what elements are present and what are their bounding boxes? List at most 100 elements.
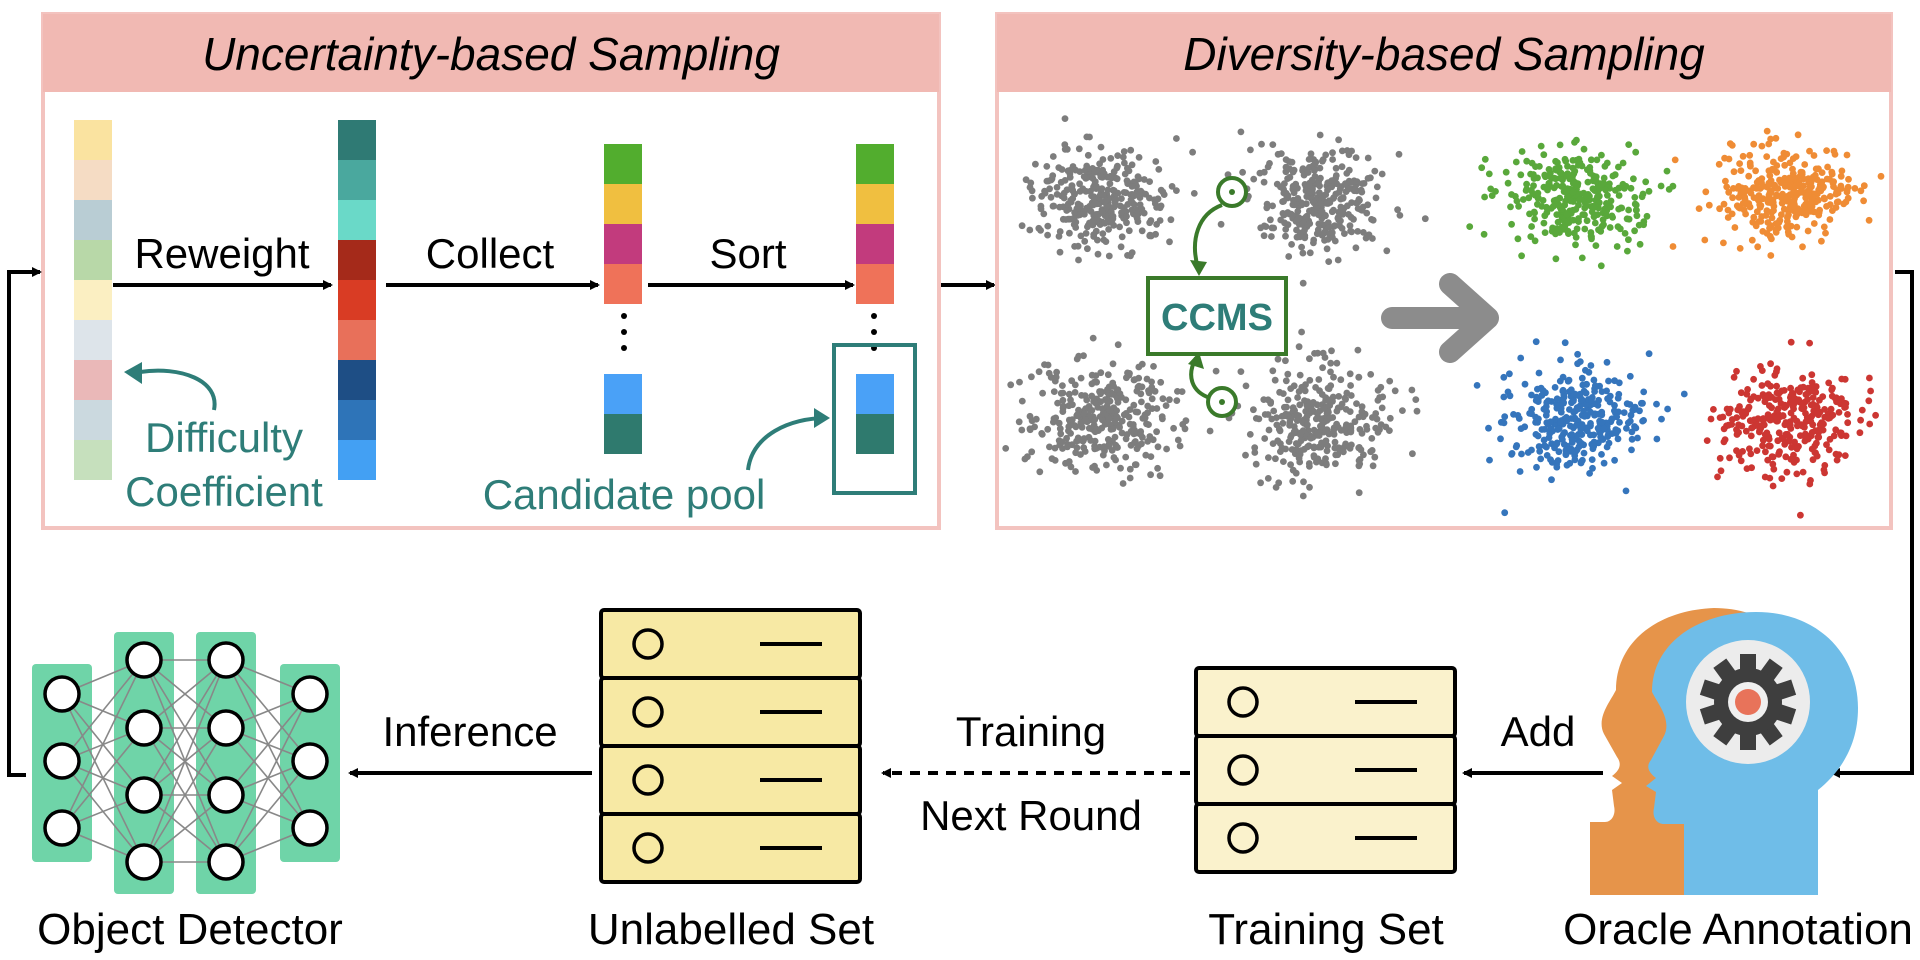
red-cluster-point bbox=[1829, 384, 1836, 392]
gray-cluster-bottom-right-point bbox=[1358, 403, 1366, 410]
gray-cluster-bottom-left-point bbox=[1015, 418, 1023, 426]
gray-cluster-bottom-right-point bbox=[1328, 347, 1335, 355]
green-cluster-point bbox=[1480, 230, 1488, 238]
orange-cluster-point bbox=[1801, 161, 1809, 168]
gray-cluster-top-left-point bbox=[1087, 219, 1095, 227]
blue-cluster-point bbox=[1500, 373, 1508, 381]
orange-cluster-point bbox=[1768, 214, 1776, 222]
network-node bbox=[43, 742, 81, 780]
gray-cluster-top-right-point bbox=[1217, 220, 1225, 228]
gray-cluster-top-right-point bbox=[1354, 198, 1362, 206]
gray-cluster-top-right-point bbox=[1345, 166, 1353, 174]
orange-cluster-point bbox=[1806, 183, 1814, 191]
orange-cluster-point bbox=[1778, 199, 1786, 207]
orange-cluster-point bbox=[1807, 199, 1815, 207]
gray-cluster-top-left-point bbox=[1071, 209, 1078, 216]
orange-cluster-point bbox=[1669, 243, 1677, 250]
gray-cluster-top-right-point bbox=[1294, 207, 1302, 215]
red-cluster-point bbox=[1733, 367, 1740, 375]
blue-cluster-point bbox=[1485, 424, 1492, 432]
gray-cluster-bottom-left-point bbox=[1071, 389, 1079, 396]
gray-cluster-bottom-left-point bbox=[1131, 376, 1139, 383]
gray-cluster-top-left-point bbox=[1099, 192, 1107, 199]
gray-cluster-bottom-left-point bbox=[1111, 433, 1119, 441]
difficulty-cell-1 bbox=[74, 120, 112, 160]
gray-cluster-top-left-point bbox=[1056, 203, 1063, 211]
red-cluster-point bbox=[1720, 438, 1728, 446]
scatter-clusters bbox=[1002, 115, 1885, 519]
gray-cluster-bottom-right-point bbox=[1305, 460, 1313, 467]
sorted-tail-cell-1 bbox=[856, 374, 894, 414]
gray-cluster-bottom-right-point bbox=[1306, 376, 1314, 384]
gray-cluster-bottom-right-point bbox=[1296, 450, 1304, 458]
green-cluster-point bbox=[1563, 210, 1571, 218]
gray-cluster-bottom-right-point bbox=[1272, 455, 1279, 463]
blue-cluster-point bbox=[1578, 374, 1586, 382]
gray-cluster-bottom-right-point bbox=[1342, 395, 1349, 403]
green-cluster-point bbox=[1525, 194, 1533, 202]
gray-cluster-top-left-point bbox=[1105, 226, 1112, 233]
green-cluster-point bbox=[1552, 166, 1560, 174]
gray-cluster-top-right-point bbox=[1373, 183, 1381, 191]
blue-cluster bbox=[1473, 338, 1688, 517]
gray-cluster-top-right-point bbox=[1331, 222, 1339, 230]
gray-cluster-top-right-point bbox=[1332, 172, 1340, 179]
green-cluster-point bbox=[1518, 252, 1525, 260]
blue-cluster-point bbox=[1582, 389, 1590, 397]
gray-cluster-bottom-left-point bbox=[1125, 413, 1133, 421]
orange-cluster-point bbox=[1746, 203, 1754, 211]
gray-cluster-top-left-point bbox=[1060, 194, 1068, 202]
green-cluster-point bbox=[1540, 183, 1548, 191]
gray-cluster-top-right-point bbox=[1237, 128, 1245, 136]
orange-cluster-point bbox=[1794, 131, 1802, 139]
gray-cluster-top-right-point bbox=[1348, 199, 1355, 207]
red-cluster-point bbox=[1829, 411, 1837, 419]
gray-cluster-bottom-right-point bbox=[1251, 449, 1259, 456]
green-cluster-point bbox=[1598, 151, 1605, 159]
green-cluster-point bbox=[1609, 172, 1617, 180]
difficulty-arrow bbox=[139, 368, 217, 411]
green-cluster-point bbox=[1636, 240, 1644, 248]
blue-cluster-point bbox=[1658, 415, 1665, 423]
gray-cluster-top-left-point bbox=[1113, 175, 1121, 183]
green-cluster-point bbox=[1598, 180, 1606, 188]
green-cluster-point bbox=[1615, 184, 1623, 192]
green-cluster-point bbox=[1564, 227, 1572, 235]
transform-arrow-icon bbox=[1381, 273, 1499, 363]
ccms-bottom-point-center bbox=[1219, 399, 1225, 405]
red-cluster-point bbox=[1759, 436, 1767, 444]
green-cluster-point bbox=[1604, 191, 1611, 199]
blue-cluster-point bbox=[1615, 379, 1623, 387]
orange-cluster-point bbox=[1789, 170, 1797, 178]
blue-cluster-point bbox=[1548, 458, 1556, 466]
green-cluster-point bbox=[1625, 206, 1632, 214]
gray-cluster-bottom-right-point bbox=[1297, 437, 1305, 445]
reweighted-score-column bbox=[338, 120, 376, 480]
gray-cluster-top-left-point bbox=[1089, 175, 1097, 182]
gray-cluster-bottom-right-point bbox=[1322, 437, 1330, 445]
green-cluster-point bbox=[1572, 241, 1579, 249]
gray-cluster-bottom-right-point bbox=[1300, 385, 1307, 393]
red-cluster-point bbox=[1820, 466, 1828, 474]
gray-cluster-bottom-left-point bbox=[1132, 461, 1140, 469]
gray-cluster-bottom-left-point bbox=[1039, 389, 1046, 397]
gray-cluster-bottom-right-point bbox=[1377, 421, 1385, 428]
orange-cluster-point bbox=[1750, 194, 1758, 202]
gray-cluster-top-right-point bbox=[1396, 212, 1404, 219]
green-cluster-point bbox=[1569, 206, 1577, 214]
gray-cluster-bottom-left-point bbox=[1135, 442, 1142, 450]
gear-tooth bbox=[1740, 732, 1756, 750]
gray-cluster-top-right-point bbox=[1282, 232, 1289, 240]
gray-cluster-top-right-point bbox=[1298, 201, 1306, 209]
network-edge bbox=[225, 693, 311, 796]
gray-cluster-bottom-left-point bbox=[1080, 444, 1088, 452]
gray-cluster-top-right-point bbox=[1346, 222, 1354, 230]
red-cluster-point bbox=[1823, 441, 1830, 449]
blue-cluster-point bbox=[1591, 385, 1598, 393]
blue-cluster-point bbox=[1574, 360, 1581, 368]
red-cluster-point bbox=[1763, 429, 1771, 437]
red-cluster-point bbox=[1793, 445, 1801, 453]
unlabelled-slot-indicator bbox=[632, 764, 664, 796]
gray-cluster-bottom-left-point bbox=[1114, 386, 1122, 393]
gray-cluster-bottom-left-point bbox=[1059, 408, 1067, 415]
